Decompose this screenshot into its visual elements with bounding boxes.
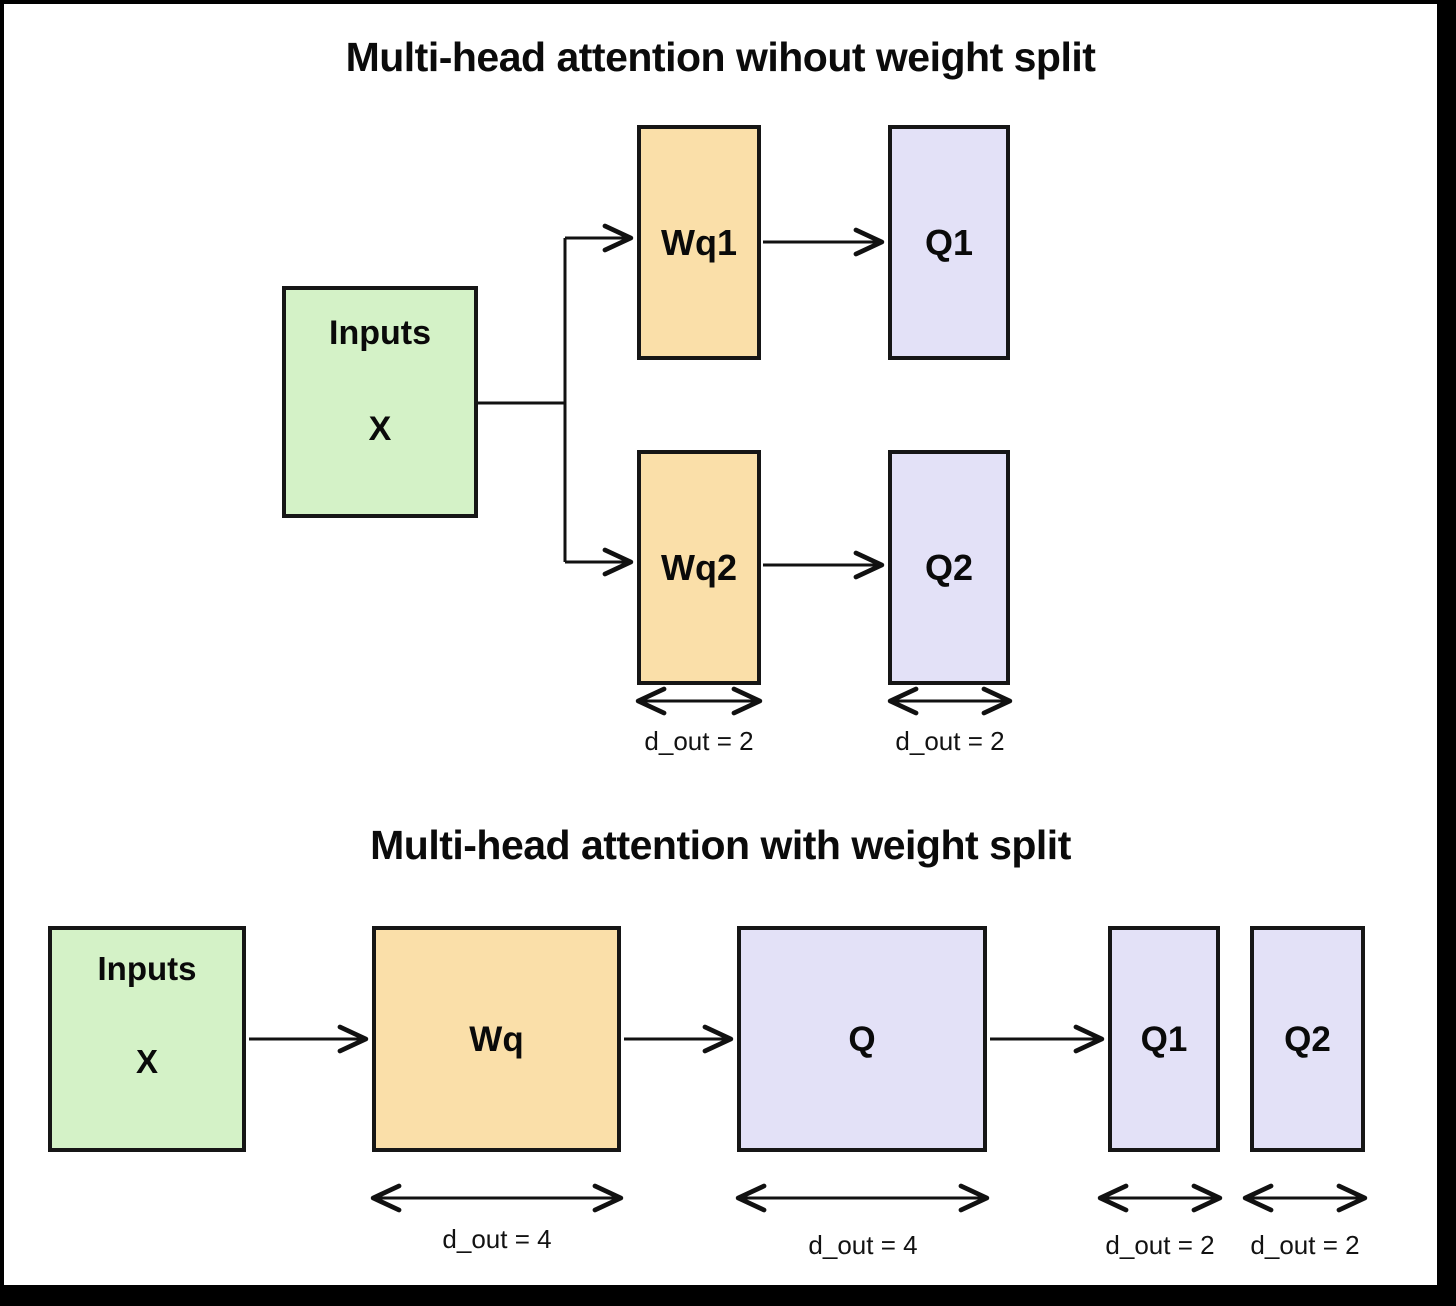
section-title-without-split: Multi-head attention wihout weight split xyxy=(345,34,1096,80)
dim-label-wq-bottom: d_out = 4 xyxy=(442,1224,552,1254)
output-box-q1-bottom-label: Q1 xyxy=(1140,1019,1188,1059)
output-box-q2-top[interactable]: Q2 xyxy=(888,450,1010,685)
output-box-q2-bottom-label: Q2 xyxy=(1284,1019,1331,1059)
weight-box-wq-label: Wq xyxy=(469,1019,524,1059)
output-box-q1-top[interactable]: Q1 xyxy=(888,125,1010,360)
weight-box-wq[interactable]: Wq xyxy=(372,926,621,1152)
inputs-box-bottom-label: Inputs xyxy=(97,950,197,987)
weight-box-wq1-label: Wq1 xyxy=(661,221,737,263)
inputs-box-bottom-sublabel: X xyxy=(135,1043,158,1080)
weight-box-wq2[interactable]: Wq2 xyxy=(637,450,761,685)
output-box-q2-bottom[interactable]: Q2 xyxy=(1250,926,1365,1152)
output-box-q2-top-label: Q2 xyxy=(924,546,974,588)
section-title-with-split: Multi-head attention with weight split xyxy=(370,822,1071,868)
inputs-box-bottom[interactable]: Inputs X xyxy=(48,926,246,1152)
dim-label-q2-top: d_out = 2 xyxy=(895,726,1005,756)
figure-canvas: Multi-head attention wihout weight split… xyxy=(4,4,1437,1285)
dim-label-q-bottom: d_out = 4 xyxy=(808,1230,918,1260)
inputs-box-top-label: Inputs xyxy=(329,314,431,352)
weight-box-wq2-label: Wq2 xyxy=(661,546,737,588)
output-box-q1-top-label: Q1 xyxy=(924,221,974,263)
inputs-box-top-sublabel: X xyxy=(368,410,392,448)
connector-arrows xyxy=(249,223,1368,1213)
output-box-q-combined-label: Q xyxy=(848,1019,876,1059)
output-box-q1-bottom[interactable]: Q1 xyxy=(1108,926,1220,1152)
weight-box-wq1[interactable]: Wq1 xyxy=(637,125,761,360)
dim-label-q1-bottom: d_out = 2 xyxy=(1105,1230,1215,1260)
dim-label-q2-bottom: d_out = 2 xyxy=(1250,1230,1360,1260)
output-box-q-combined[interactable]: Q xyxy=(737,926,987,1152)
inputs-box-top[interactable]: Inputs X xyxy=(282,286,478,518)
dim-label-wq2-top: d_out = 2 xyxy=(644,726,754,756)
